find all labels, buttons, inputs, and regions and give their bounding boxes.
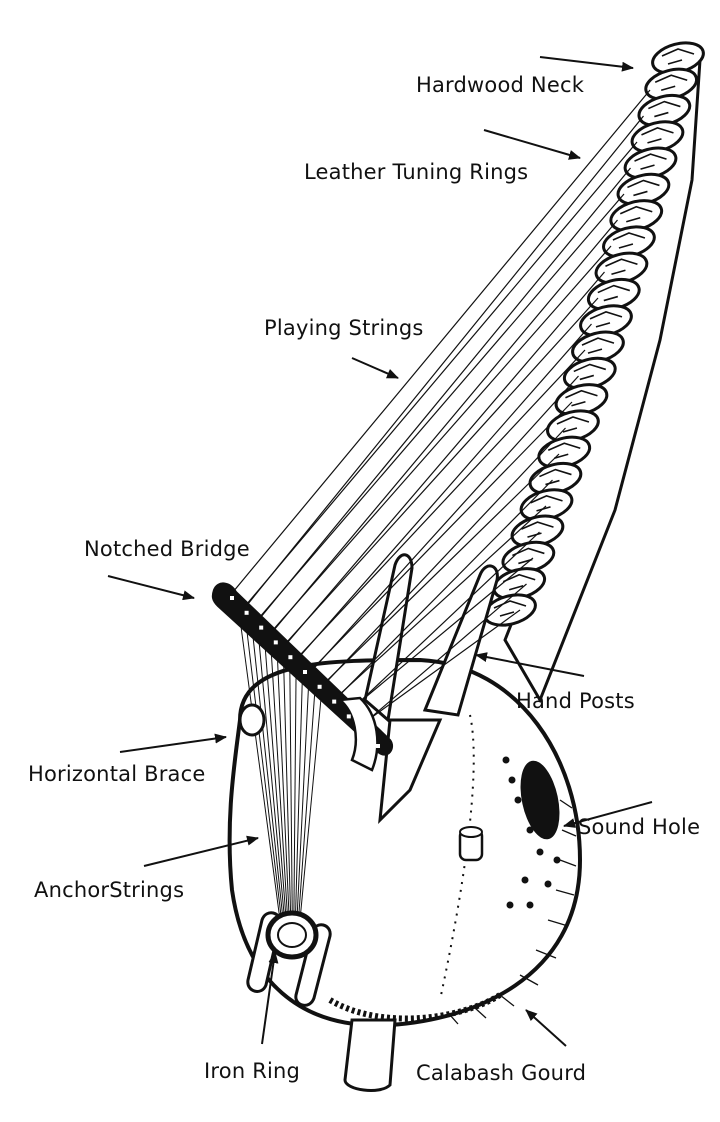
arrow-playing-strings: [351, 357, 399, 379]
calabash-gourd: [227, 657, 583, 1028]
label-sound-hole: Sound Hole: [578, 815, 701, 839]
label-notched-bridge: Notched Bridge: [84, 537, 250, 561]
arrow-calabash-gourd: [525, 1009, 567, 1047]
label-calabash-gourd: Calabash Gourd: [416, 1061, 587, 1085]
label-playing-strings: Playing Strings: [264, 316, 424, 340]
arrow-anchor-strings: [143, 835, 259, 867]
notched-bridge: [211, 582, 394, 772]
playing-strings: [227, 89, 651, 729]
leather-tuning-rings-group: [483, 41, 705, 627]
arrow-leather-tuning-rings: [483, 129, 581, 160]
label-hand-posts: Hand Posts: [516, 689, 635, 713]
label-leather-tuning-rings: Leather Tuning Rings: [304, 160, 529, 184]
neck-bottom-stub: [343, 1018, 397, 1092]
arrow-notched-bridge: [107, 575, 195, 601]
label-anchor-strings: AnchorStrings: [34, 878, 185, 902]
label-arrows: [107, 56, 653, 1047]
arrow-hand-posts: [475, 652, 585, 677]
arrow-iron-ring: [261, 951, 279, 1045]
arrow-sound-hole: [563, 801, 653, 828]
label-iron-ring: Iron Ring: [204, 1059, 301, 1083]
anchor-strings: [237, 603, 323, 921]
label-hardwood-neck: Hardwood Neck: [416, 73, 585, 97]
label-horizontal-brace: Horizontal Brace: [28, 762, 206, 786]
horizontal-brace: [238, 703, 266, 737]
arrow-hardwood-neck: [539, 56, 634, 72]
arrow-horizontal-brace: [119, 733, 227, 753]
iron-ring-assembly: [246, 910, 332, 1007]
